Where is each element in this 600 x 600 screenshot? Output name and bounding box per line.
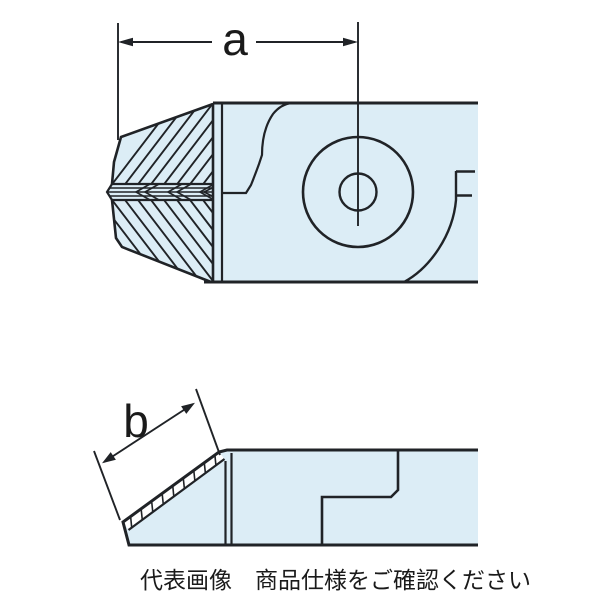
top-view [105,22,478,284]
lower-jaw-hatch [112,200,213,282]
dimension-a: a [117,13,358,140]
serration-ticks [129,454,217,528]
arrowhead-upper-right-icon [181,402,195,414]
part-outline [110,101,478,284]
dimension-b: b [93,388,221,521]
caption: 代表画像 商品仕様をご確認ください [140,567,531,593]
part-body-fill [123,450,478,545]
arrowhead-left-icon [118,37,133,47]
part-body-fill [107,103,478,282]
serration-band [105,182,214,202]
arrowhead-right-icon [343,37,358,47]
dimension-b-line [103,403,194,463]
dimension-a-label: a [222,13,248,65]
dimension-b-label: b [123,395,149,447]
slot-profile [403,170,475,284]
dimension-b-extension-line-lower [93,450,121,521]
arrowhead-lower-left-icon [102,452,116,464]
upper-jaw-hatch [112,104,213,184]
bottom-view [121,448,478,547]
step-profile [320,450,400,545]
clamp-seam-line [222,101,293,195]
part-outline [121,448,478,547]
dimension-b-extension-line-upper [195,388,221,456]
